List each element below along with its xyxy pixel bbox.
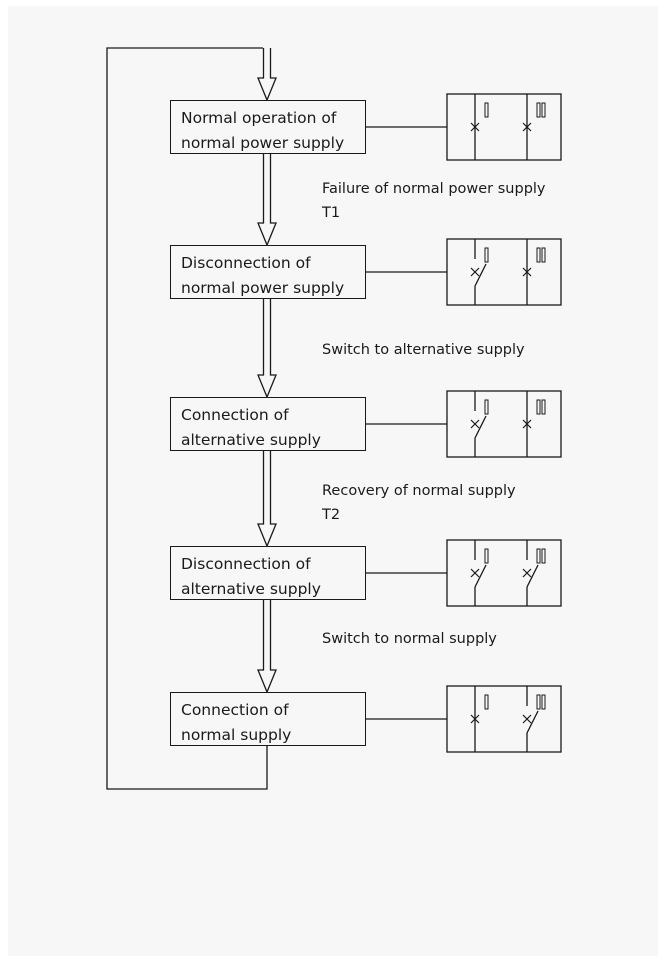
normal-supply-breaker-3 [470, 391, 489, 457]
transition-3-timer: T2 [322, 507, 341, 523]
switch-box-1-frame [446, 93, 562, 161]
normal-supply-breaker-4-contact-1 [484, 548, 489, 564]
normal-supply-breaker-3-contact-1 [484, 399, 489, 415]
transition-label-2: Switch to alternative supply [322, 338, 525, 362]
alternative-supply-breaker-2-contact-1 [536, 247, 541, 263]
step-box-5: Connection of normal supply [170, 692, 366, 746]
normal-supply-breaker-1-contact-1 [484, 102, 489, 118]
alternative-supply-breaker-2-contact-2 [541, 247, 546, 263]
transition-label-1: Failure of normal power supply T1 [322, 177, 546, 225]
alternative-supply-breaker-5-cross-b [522, 714, 532, 724]
step-2-line-1: Disconnection of [181, 254, 311, 272]
step-4-line-1: Disconnection of [181, 555, 311, 573]
alternative-supply-breaker-3-contact-2 [541, 399, 546, 415]
normal-supply-breaker-2-blade [474, 263, 487, 287]
alternative-supply-breaker-4-contact-2 [541, 548, 546, 564]
alternative-supply-breaker-1-cross-b [522, 122, 532, 132]
arrow-step-1-to-2 [257, 154, 277, 247]
alternative-supply-breaker-5-contact-2 [541, 694, 546, 710]
transition-2-event: Switch to alternative supply [322, 342, 525, 358]
transition-1-event: Failure of normal power supply [322, 181, 546, 197]
alternative-supply-breaker-5-blade [526, 710, 539, 734]
alternative-supply-breaker-1-contact-1 [536, 102, 541, 118]
switch-box-3-frame [446, 390, 562, 458]
normal-supply-breaker-4-cross-b [470, 568, 480, 578]
arrow-step-2-to-3 [257, 299, 277, 399]
switch-box-3 [446, 390, 562, 458]
step-3-line-2: alternative supply [181, 431, 321, 449]
switch-box-2 [446, 238, 562, 306]
step-5-line-1: Connection of [181, 701, 289, 719]
transition-1-timer: T1 [322, 205, 341, 221]
alternative-supply-breaker-1-contact-2 [541, 102, 546, 118]
alternative-supply-breaker-4-blade [526, 564, 539, 588]
transition-label-3: Recovery of normal supply T2 [322, 479, 516, 527]
switch-box-4 [446, 539, 562, 607]
alternative-supply-breaker-3 [522, 391, 546, 457]
alternative-supply-breaker-4 [522, 540, 546, 606]
normal-supply-breaker-2-contact-1 [484, 247, 489, 263]
step-2-line-2: normal power supply [181, 279, 345, 297]
step-box-3: Connection of alternative supply [170, 397, 366, 451]
loop-back-line [106, 47, 268, 790]
alternative-supply-breaker-2 [522, 239, 546, 305]
step-3-line-1: Connection of [181, 406, 289, 424]
switch-box-5 [446, 685, 562, 753]
normal-supply-breaker-4-blade [474, 564, 487, 588]
alternative-supply-breaker-4-cross-b [522, 568, 532, 578]
alternative-supply-breaker-1 [522, 94, 546, 160]
step-4-line-2: alternative supply [181, 580, 321, 598]
arrow-into-step-1 [257, 48, 277, 102]
transition-4-event: Switch to normal supply [322, 631, 497, 647]
transition-label-4: Switch to normal supply [322, 627, 497, 651]
alternative-supply-breaker-2-cross-b [522, 267, 532, 277]
normal-supply-breaker-3-blade [474, 415, 487, 439]
normal-supply-breaker-5-cross-b [470, 714, 480, 724]
step-box-4: Disconnection of alternative supply [170, 546, 366, 600]
arrow-step-4-to-5 [257, 600, 277, 694]
step-box-2: Disconnection of normal power supply [170, 245, 366, 299]
connectors [106, 47, 277, 790]
alternative-supply-breaker-3-contact-1 [536, 399, 541, 415]
normal-supply-breaker-5 [470, 686, 489, 752]
alternative-supply-breaker-3-cross-b [522, 419, 532, 429]
alternative-supply-breaker-5 [522, 686, 546, 752]
switch-box-2-frame [446, 238, 562, 306]
normal-supply-breaker-1 [470, 94, 489, 160]
normal-supply-breaker-2-cross-b [470, 267, 480, 277]
step-box-1: Normal operation of normal power supply [170, 100, 366, 154]
normal-supply-breaker-5-contact-1 [484, 694, 489, 710]
normal-supply-breaker-2 [470, 239, 489, 305]
switch-box-4-frame [446, 539, 562, 607]
alternative-supply-breaker-4-contact-1 [536, 548, 541, 564]
step-1-line-2: normal power supply [181, 134, 345, 152]
transition-3-event: Recovery of normal supply [322, 483, 516, 499]
switch-box-5-frame [446, 685, 562, 753]
diagram-panel [8, 6, 658, 956]
step-5-line-2: normal supply [181, 726, 292, 744]
alternative-supply-breaker-5-contact-1 [536, 694, 541, 710]
normal-supply-breaker-1-cross-b [470, 122, 480, 132]
arrow-step-3-to-4 [257, 451, 277, 548]
normal-supply-breaker-4 [470, 540, 489, 606]
normal-supply-breaker-3-cross-b [470, 419, 480, 429]
step-1-line-1: Normal operation of [181, 109, 337, 127]
switch-boxes [366, 93, 562, 753]
switch-box-1 [446, 93, 562, 161]
